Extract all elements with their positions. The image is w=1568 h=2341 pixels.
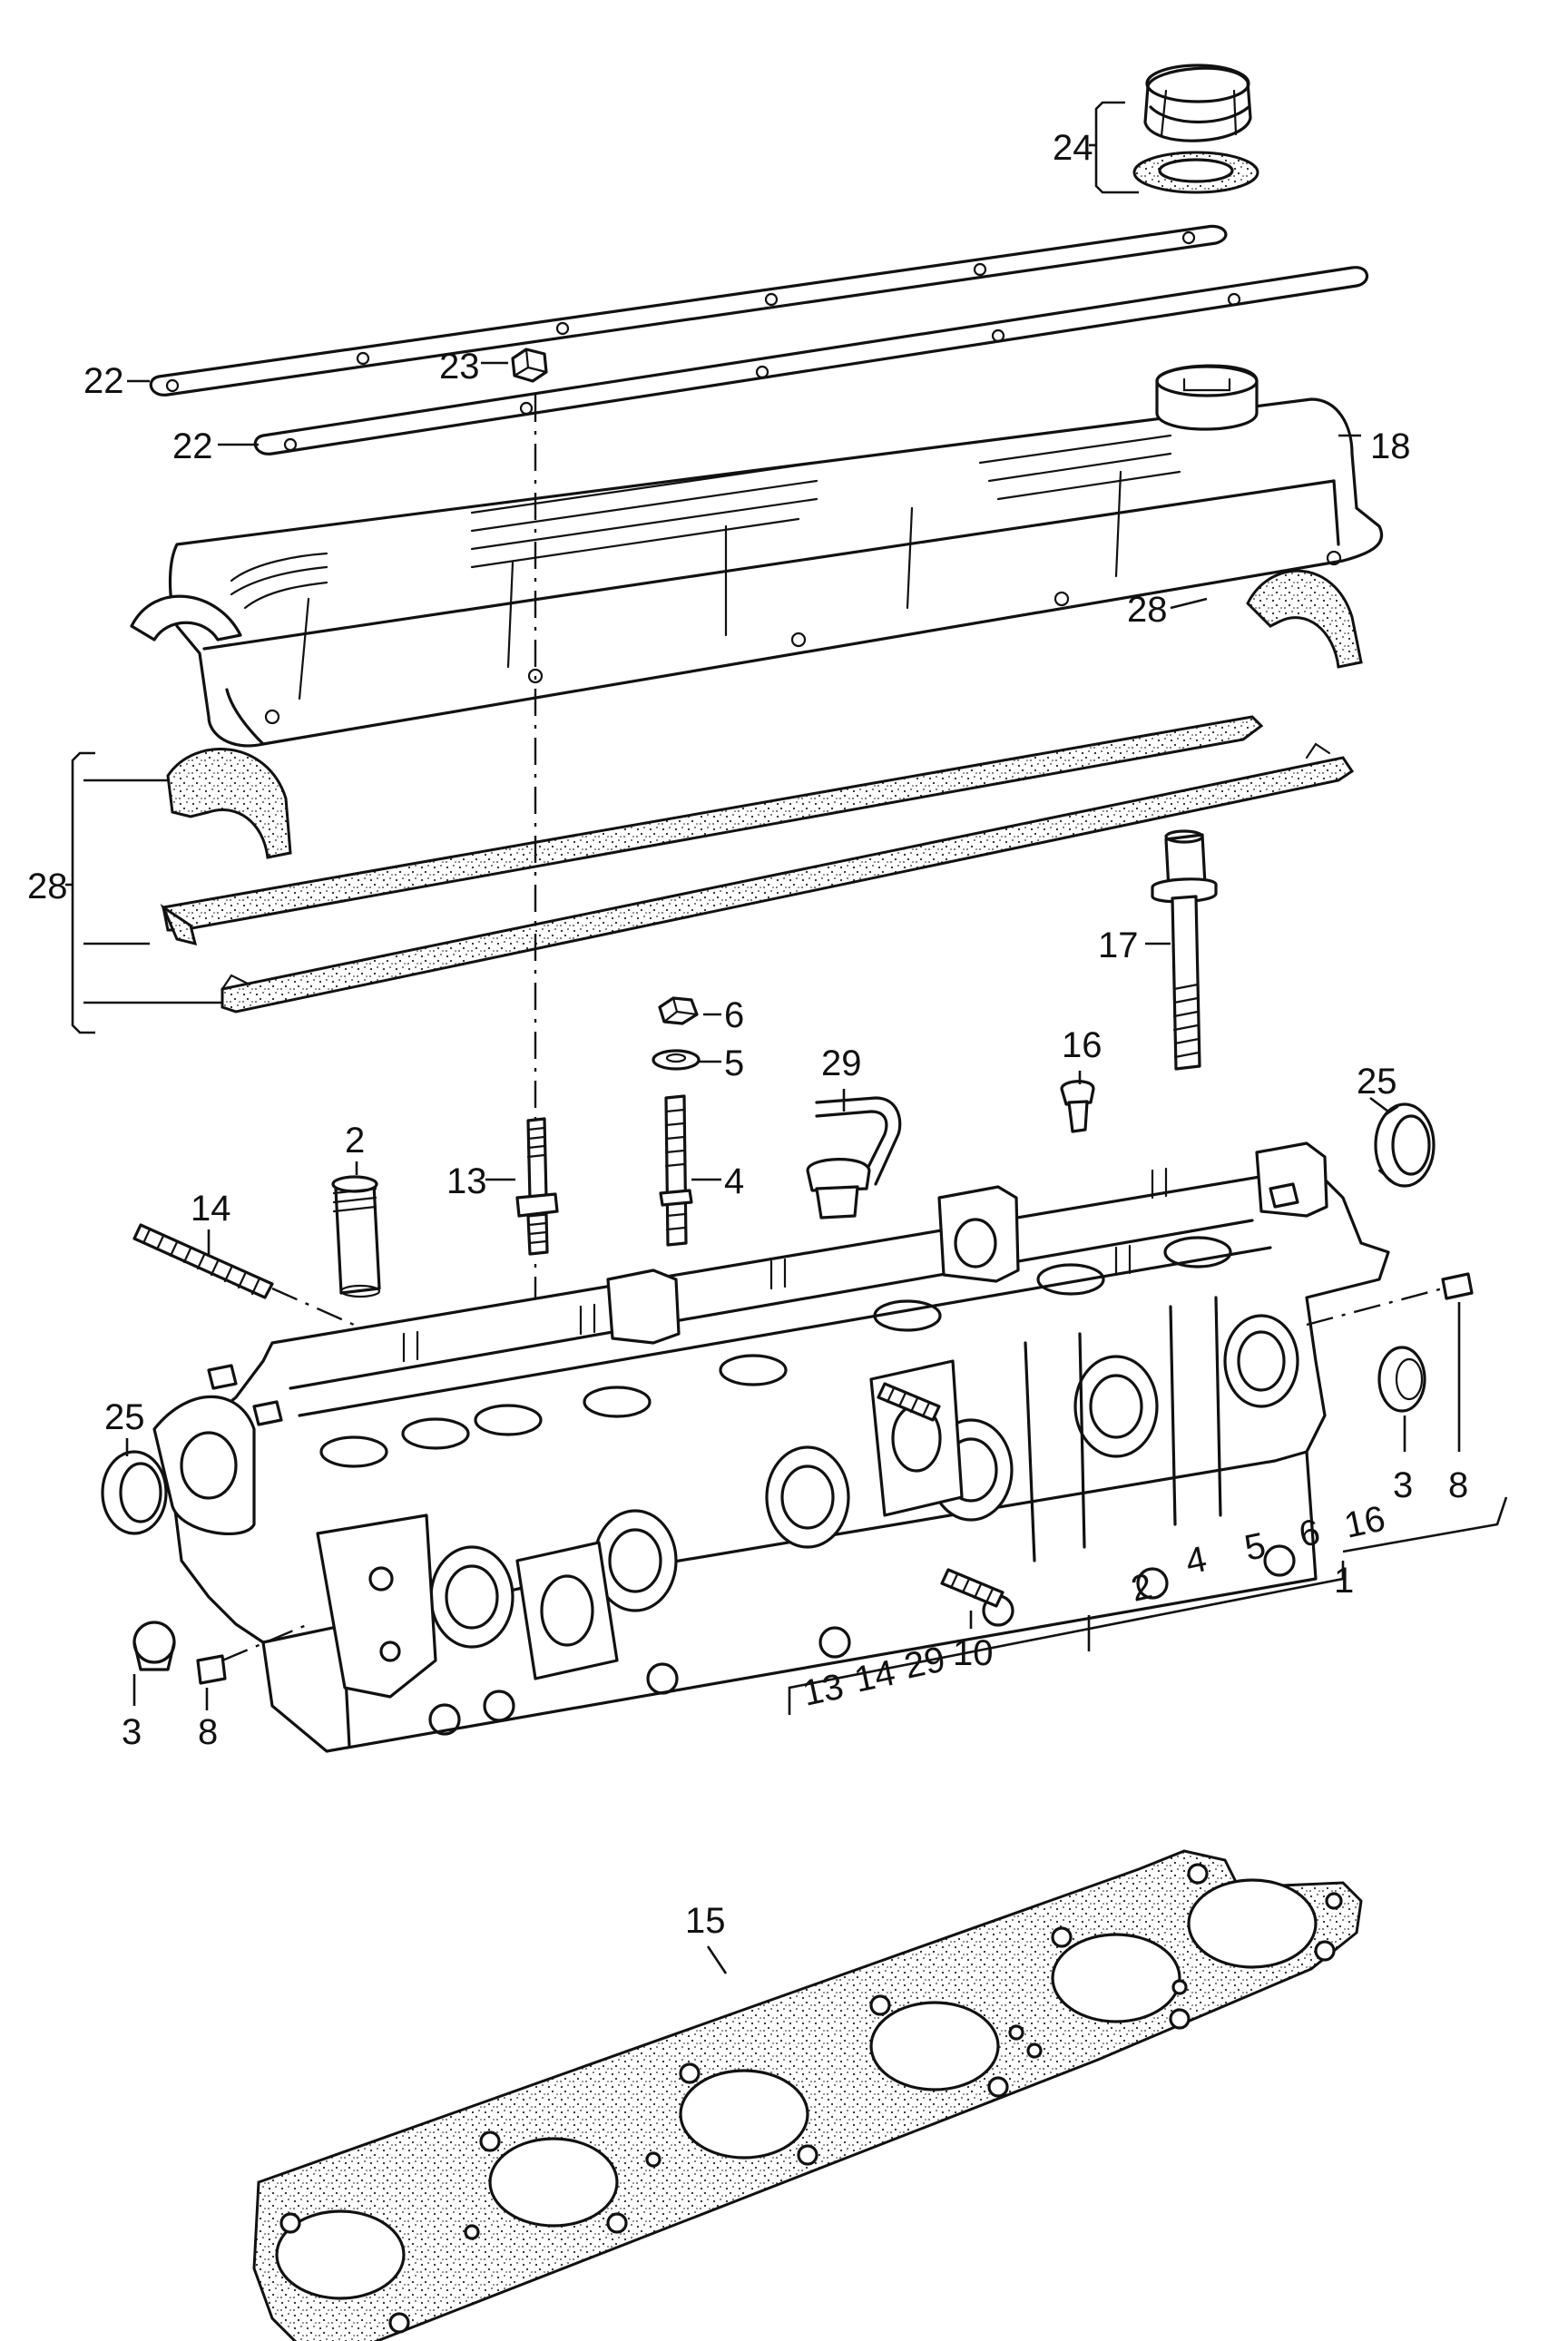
callout-15: 15 xyxy=(685,1901,726,1941)
cover-gasket-strip-upper xyxy=(149,224,1228,397)
collar-stud xyxy=(515,1117,559,1256)
kit-item: 6 xyxy=(1296,1512,1324,1555)
threaded-rod xyxy=(132,1223,274,1299)
kit-item: 4 xyxy=(1182,1539,1210,1582)
half-moon-seal-left-cover xyxy=(130,594,242,642)
callout-22-upper: 22 xyxy=(83,361,124,401)
callouts: 24 22 23 22 18 28 28 17 6 5 29 16 25 2 1… xyxy=(27,128,1468,1941)
head-gasket-strip-lower xyxy=(220,742,1355,1014)
oil-filler-cap xyxy=(1143,64,1252,142)
kit-item: 2 xyxy=(1128,1566,1156,1610)
callout-16: 16 xyxy=(1062,1025,1102,1065)
exhaust-stud xyxy=(877,1382,1004,1608)
callout-25-right: 25 xyxy=(1357,1062,1397,1102)
callout-10: 10 xyxy=(953,1633,994,1673)
callout-18: 18 xyxy=(1370,426,1411,466)
half-moon-seal-right-cover xyxy=(1246,569,1363,669)
callout-13: 13 xyxy=(446,1161,487,1201)
callout-23: 23 xyxy=(439,347,480,387)
kit-item: 16 xyxy=(1341,1499,1389,1546)
callout-6: 6 xyxy=(724,995,744,1035)
callout-14: 14 xyxy=(191,1189,231,1229)
cover-nut xyxy=(511,348,548,383)
kit-group-1: 1 2 4 5 6 16 13 14 29 xyxy=(799,1499,1389,1714)
callout-28-group: 28 xyxy=(27,867,68,906)
cylinder-head xyxy=(152,1141,1390,1753)
callout-28-cover: 28 xyxy=(1127,590,1168,630)
head-gasket-strip-upper xyxy=(160,715,1264,946)
cylinder-head-bolt xyxy=(1151,829,1218,1071)
kit-group-label: 1 xyxy=(1334,1561,1354,1601)
callout-22-lower: 22 xyxy=(172,426,213,466)
callout-25-left: 25 xyxy=(104,1397,145,1437)
oil-seal-left xyxy=(101,1450,168,1535)
vent-pipe xyxy=(806,1096,902,1219)
valve-guide xyxy=(331,1175,381,1298)
cover-gasket-strip-lower xyxy=(253,266,1368,455)
head-gasket xyxy=(252,1849,1363,2341)
kit-item: 29 xyxy=(901,1640,949,1687)
callout-2: 2 xyxy=(345,1121,365,1161)
small-plug xyxy=(1060,1080,1095,1133)
stud-nut xyxy=(658,996,699,1025)
stud xyxy=(659,1094,693,1247)
callout-5: 5 xyxy=(724,1043,744,1083)
small-plug-right xyxy=(1441,1272,1474,1300)
callout-8-left: 8 xyxy=(198,1712,218,1752)
callout-29: 29 xyxy=(821,1043,862,1083)
callout-8-right: 8 xyxy=(1448,1465,1468,1505)
kit-item: 13 xyxy=(799,1667,848,1714)
callout-4: 4 xyxy=(724,1161,744,1201)
half-moon-seal-left xyxy=(166,748,292,859)
kit-item: 5 xyxy=(1241,1525,1269,1569)
small-plug-left xyxy=(196,1654,227,1685)
stud-washer xyxy=(652,1049,701,1071)
core-plug-left xyxy=(132,1621,176,1671)
core-plug-right xyxy=(1377,1346,1426,1413)
callout-3-left: 3 xyxy=(122,1712,142,1752)
kit-item: 14 xyxy=(851,1653,899,1700)
oil-seal-right xyxy=(1374,1102,1436,1188)
callout-17: 17 xyxy=(1098,926,1139,965)
callout-24: 24 xyxy=(1053,128,1093,168)
callout-3-right: 3 xyxy=(1393,1465,1413,1505)
filler-cap-seal xyxy=(1132,151,1259,194)
